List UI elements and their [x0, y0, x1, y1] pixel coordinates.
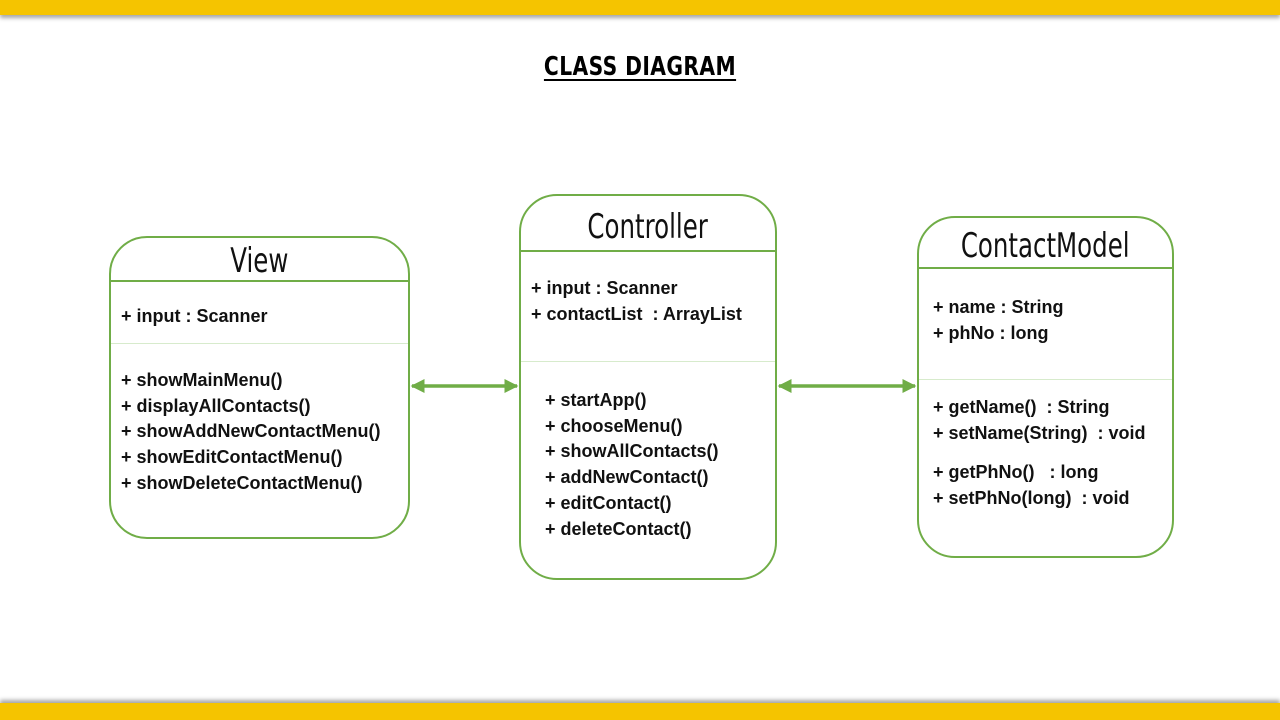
attributes-section-controller: + input : Scanner + contactList : ArrayL…: [521, 252, 775, 362]
attribute-item: + contactList : ArrayList: [531, 303, 742, 324]
method-item: + showDeleteContactMenu(): [121, 472, 363, 493]
method-item: + chooseMenu(): [545, 415, 683, 436]
method-item: + showMainMenu(): [121, 370, 283, 390]
method-item: + editContact(): [545, 492, 672, 513]
attribute-item: + phNo : long: [933, 322, 1049, 343]
class-name-contact-model-text: ContactModel: [961, 226, 1130, 266]
method-item: + displayAllContacts(): [121, 395, 311, 416]
method-item: + setPhNo(long) : void: [933, 488, 1130, 509]
class-name-controller: Controller: [521, 196, 775, 252]
method-item: + showAllContacts(): [545, 441, 719, 462]
method-item: + showEditContactMenu(): [121, 447, 343, 468]
method-item: + setName(String) : void: [933, 422, 1146, 443]
class-name-view: View: [111, 238, 408, 282]
methods-section-view: + showMainMenu() + displayAllContacts() …: [111, 344, 408, 497]
class-name-contact-model: ContactModel: [919, 218, 1172, 269]
attribute-item: + input : Scanner: [531, 278, 678, 298]
method-item: + showAddNewContactMenu(): [121, 421, 381, 442]
method-item: + getPhNo() : long: [933, 462, 1099, 483]
method-item: + deleteContact(): [545, 518, 692, 539]
method-item: + addNewContact(): [545, 467, 709, 488]
page-title: CLASS DIAGRAM: [141, 52, 1139, 82]
class-name-controller-text: Controller: [587, 207, 709, 247]
methods-section-contact-model: + getName() : String + setName(String) :…: [919, 380, 1172, 512]
class-box-controller: Controller + input : Scanner + contactLi…: [519, 194, 777, 580]
top-accent-band: [0, 0, 1280, 15]
bottom-accent-band: [0, 703, 1280, 720]
class-box-view: View + input : Scanner + showMainMenu() …: [109, 236, 410, 539]
class-box-contact-model: ContactModel + name : String + phNo : lo…: [917, 216, 1174, 558]
attribute-item: + input : Scanner: [121, 306, 268, 326]
method-item: + startApp(): [545, 390, 647, 410]
methods-section-controller: + startApp() + chooseMenu() + showAllCon…: [521, 362, 775, 542]
attribute-item: + name : String: [933, 297, 1064, 317]
page-title-text: CLASS DIAGRAM: [543, 52, 737, 82]
method-item: + getName() : String: [933, 397, 1110, 417]
attributes-section-contact-model: + name : String + phNo : long: [919, 269, 1172, 380]
class-name-view-text: View: [230, 241, 289, 281]
attributes-section-view: + input : Scanner: [111, 282, 408, 344]
